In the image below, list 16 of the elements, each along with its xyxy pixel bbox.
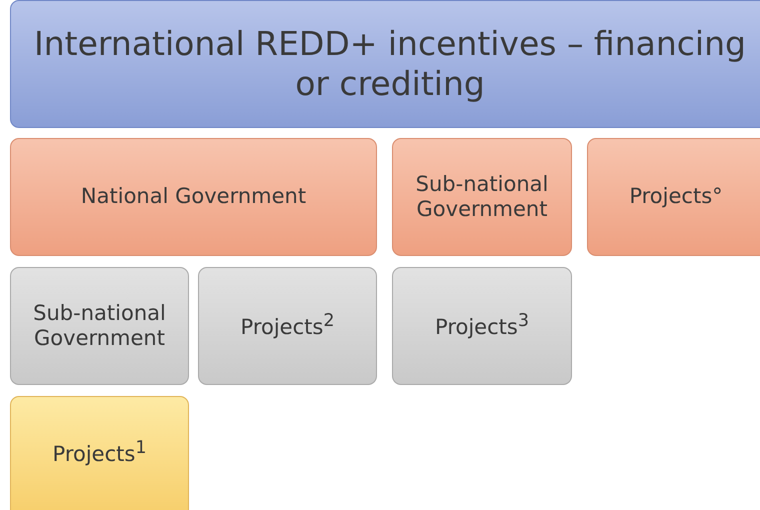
level-box <box>392 267 572 385</box>
title-banner <box>10 0 760 128</box>
box-label: Projects$^{2}$ <box>240 311 334 341</box>
box-label: Sub-national Government <box>414 172 550 222</box>
level-box <box>10 138 377 256</box>
box-label: Projects$^{3}$ <box>435 311 529 341</box>
level-box <box>198 267 377 385</box>
level-box <box>392 138 572 256</box>
title-text: International REDD+ incentives – financing or crediting <box>33 24 747 104</box>
box-label: National Government <box>80 184 306 210</box>
box-label: Sub-national Government <box>32 300 167 352</box>
box-label: Projects$^{1}$ <box>52 438 146 468</box>
level-box <box>10 267 189 385</box>
box-label: Projects° <box>629 184 723 210</box>
level-box <box>587 138 760 256</box>
level-box <box>10 396 189 510</box>
